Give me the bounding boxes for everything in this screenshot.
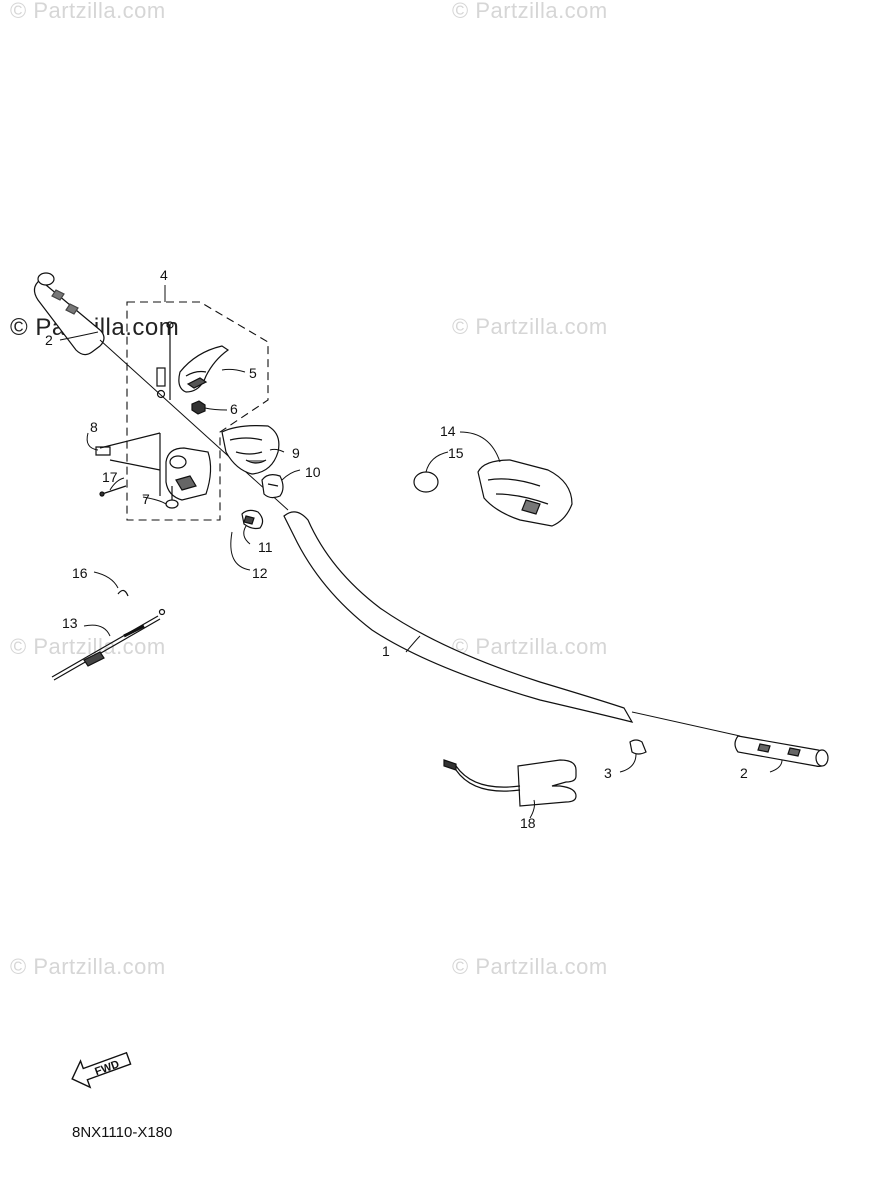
callout-15: 15 [448,445,464,461]
watermark: © Partzilla.com [10,0,166,23]
right-grip[interactable] [734,735,829,767]
throttle-cable[interactable] [51,608,166,681]
callout-16: 16 [72,565,88,581]
watermark: © Partzilla.com [452,954,608,979]
switch-cover[interactable] [221,425,280,475]
lever-holder[interactable] [165,447,212,509]
assembly-4-boundary [126,301,269,521]
grip-heater[interactable] [443,759,577,807]
throttle-switch[interactable] [241,509,264,530]
callout-2: 2 [740,765,748,781]
watermark: © Partzilla.com [10,634,166,659]
watermark: © Partzilla.com [10,954,166,979]
callout-3: 3 [604,765,612,781]
fwd-label: FWD [93,1058,121,1078]
drawing-code: 8NX1110-X180 [72,1124,173,1141]
forward-arrow-icon: FWD [71,1051,132,1089]
callout-4: 4 [160,267,168,283]
callout-11: 11 [258,539,273,555]
handlebar[interactable] [283,511,741,737]
callout-14: 14 [440,423,456,439]
callout-10: 10 [305,464,321,480]
callout-7: 7 [142,491,150,507]
callout-17: 17 [102,469,118,485]
left-grip[interactable] [33,272,105,356]
callout-9: 9 [292,445,300,461]
callout-12: 12 [252,565,268,581]
retaining-ring[interactable] [413,471,439,493]
bar-end-cap[interactable] [629,739,647,755]
callout-2: 2 [45,332,53,348]
cable-clip[interactable] [117,589,129,597]
callout-1: 1 [382,643,390,659]
callout-18: 18 [520,815,536,831]
clamp[interactable] [261,474,284,499]
leader-lines [59,285,783,819]
watermark: © Partzilla.com [452,0,608,23]
hand-guard[interactable] [477,459,573,527]
watermark: © Partzilla.com [452,314,608,339]
watermark: © Partzilla.com [452,634,608,659]
callout-8: 8 [90,419,98,435]
callout-5: 5 [249,365,257,381]
brake-lever[interactable] [178,345,230,393]
callout-13: 13 [62,615,78,631]
callout-6: 6 [230,401,238,417]
